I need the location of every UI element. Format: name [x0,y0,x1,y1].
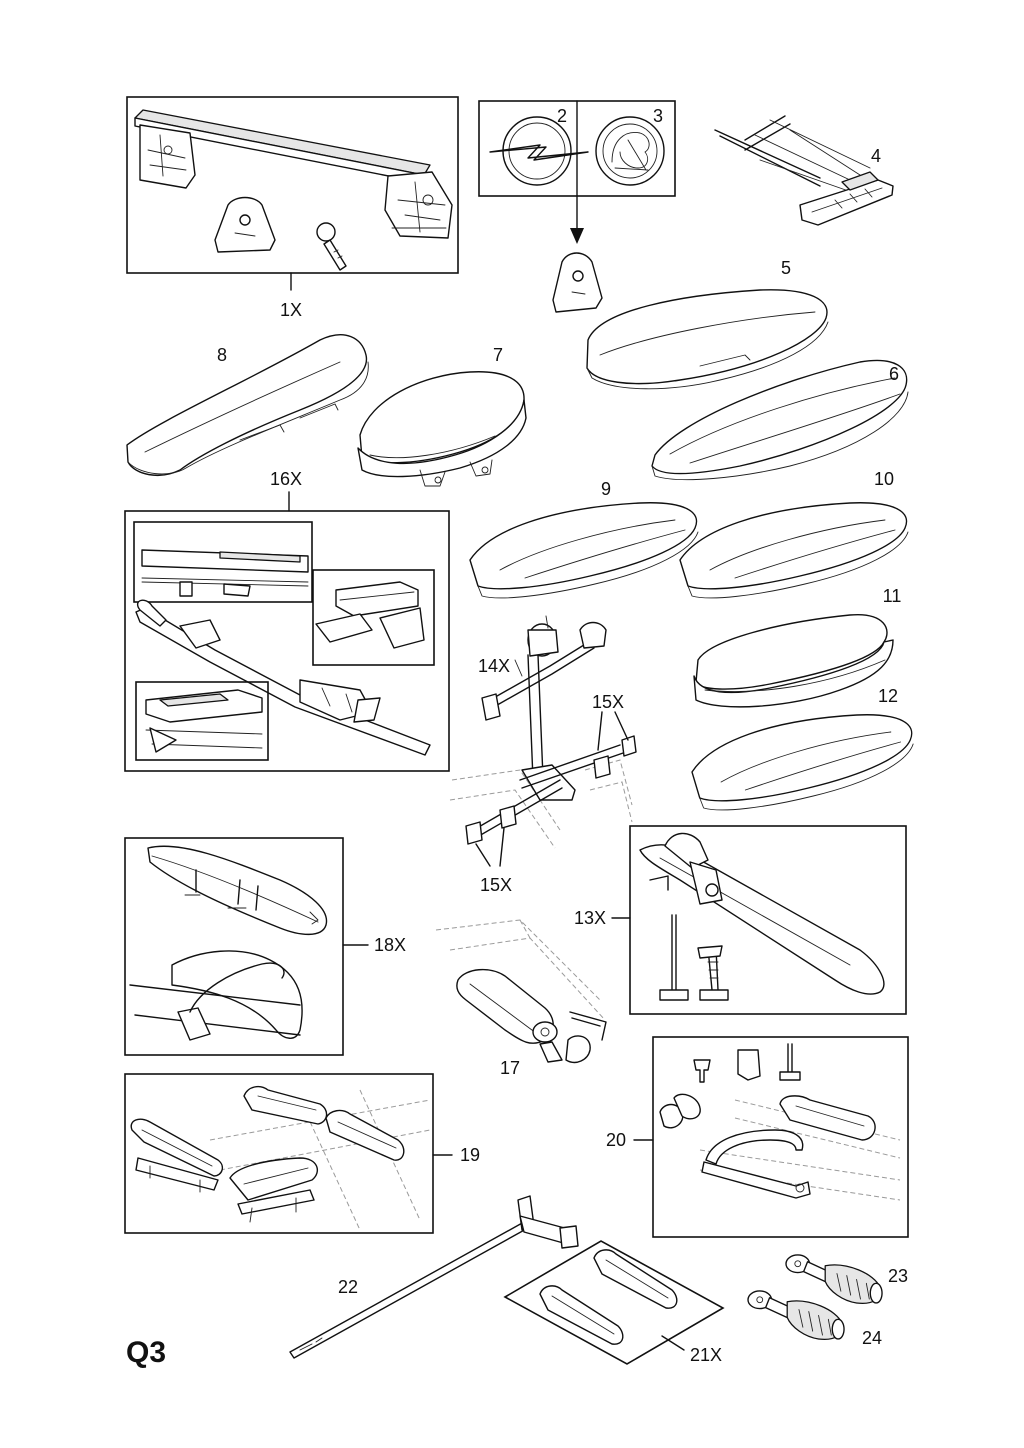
part-9-label: 9 [601,479,611,499]
part-1x-label: 1X [280,300,302,320]
part-9-roof-box[interactable] [469,502,699,599]
part-24-lock-cylinder[interactable] [747,1290,845,1341]
part-12-label: 12 [878,686,898,706]
part-5-roof-box[interactable] [586,289,829,390]
part-1x-roof-bar-set[interactable] [126,96,459,274]
part-2-label: 2 [557,106,567,126]
part-18x-frame [124,837,344,1056]
part-5-label: 5 [781,258,791,278]
part-19-ski-holder[interactable] [124,1073,434,1234]
part-17-label: 17 [500,1058,520,1078]
part-17-roof-bar-foot[interactable] [435,919,607,1064]
part-14x-bike-holder[interactable] [449,615,633,849]
part-19-label: 19 [460,1145,480,1165]
part-7-label: 7 [493,345,503,365]
part-2-3-emblem-caps[interactable] [478,100,676,197]
part-15x-upper-label: 15X [592,692,624,712]
part-8-label: 8 [217,345,227,365]
part-3-label: 3 [653,106,663,126]
part-12-roof-box[interactable] [691,714,914,811]
part-21x-wheel-holders[interactable] [503,1240,725,1365]
part-18x-label: 18X [374,935,406,955]
part-15x-clamps[interactable] [465,735,637,845]
part-11-roof-box[interactable] [693,614,894,708]
part-19-frame [124,1073,434,1234]
part-15x-upper-leader [597,711,629,751]
part-11-label: 11 [883,586,902,606]
part-21x-label: 21X [690,1345,722,1365]
part-7-roof-box[interactable] [357,371,527,487]
part-13x-frame [629,825,907,1015]
bar-end-cap-with-emblem [552,252,603,313]
part-6-roof-box[interactable] [651,359,909,481]
part-8-roof-box[interactable] [126,334,369,476]
part-13x-label: 13X [574,908,606,928]
part-20-label: 20 [606,1130,626,1150]
part-6-label: 6 [889,364,899,384]
part-15x-lower-leader [475,827,505,867]
part-18x-ski-strap-carrier[interactable] [124,837,344,1056]
part-16x-label: 16X [270,469,302,489]
part-14x-label: 14X [478,656,510,676]
part-16x-bike-carrier-kit[interactable] [124,510,450,772]
part-22-securing-rod[interactable] [289,1195,579,1359]
part-23-label: 23 [888,1266,908,1286]
part-4-label: 4 [871,146,881,166]
part-16x-frame [124,510,450,772]
part-10-label: 10 [874,469,894,489]
part-13x-bike-carrier[interactable] [629,825,907,1015]
part-22-label: 22 [338,1277,358,1297]
part-1x-frame [126,96,459,274]
part-24-label: 24 [862,1328,882,1348]
part-23-lock-cylinder[interactable] [785,1254,883,1305]
part-21x-leader [661,1335,685,1351]
page-id: Q3 [126,1336,166,1369]
part-15x-lower-label: 15X [480,875,512,895]
vauxhall-griffin-emblem-icon [595,116,665,186]
part-10-roof-box[interactable] [679,502,909,599]
part-21x-frame [503,1240,725,1365]
part-20-lockable-ski-holder[interactable] [652,1036,909,1238]
part-4-load-stop[interactable] [714,115,894,226]
part-20-frame [652,1036,909,1238]
